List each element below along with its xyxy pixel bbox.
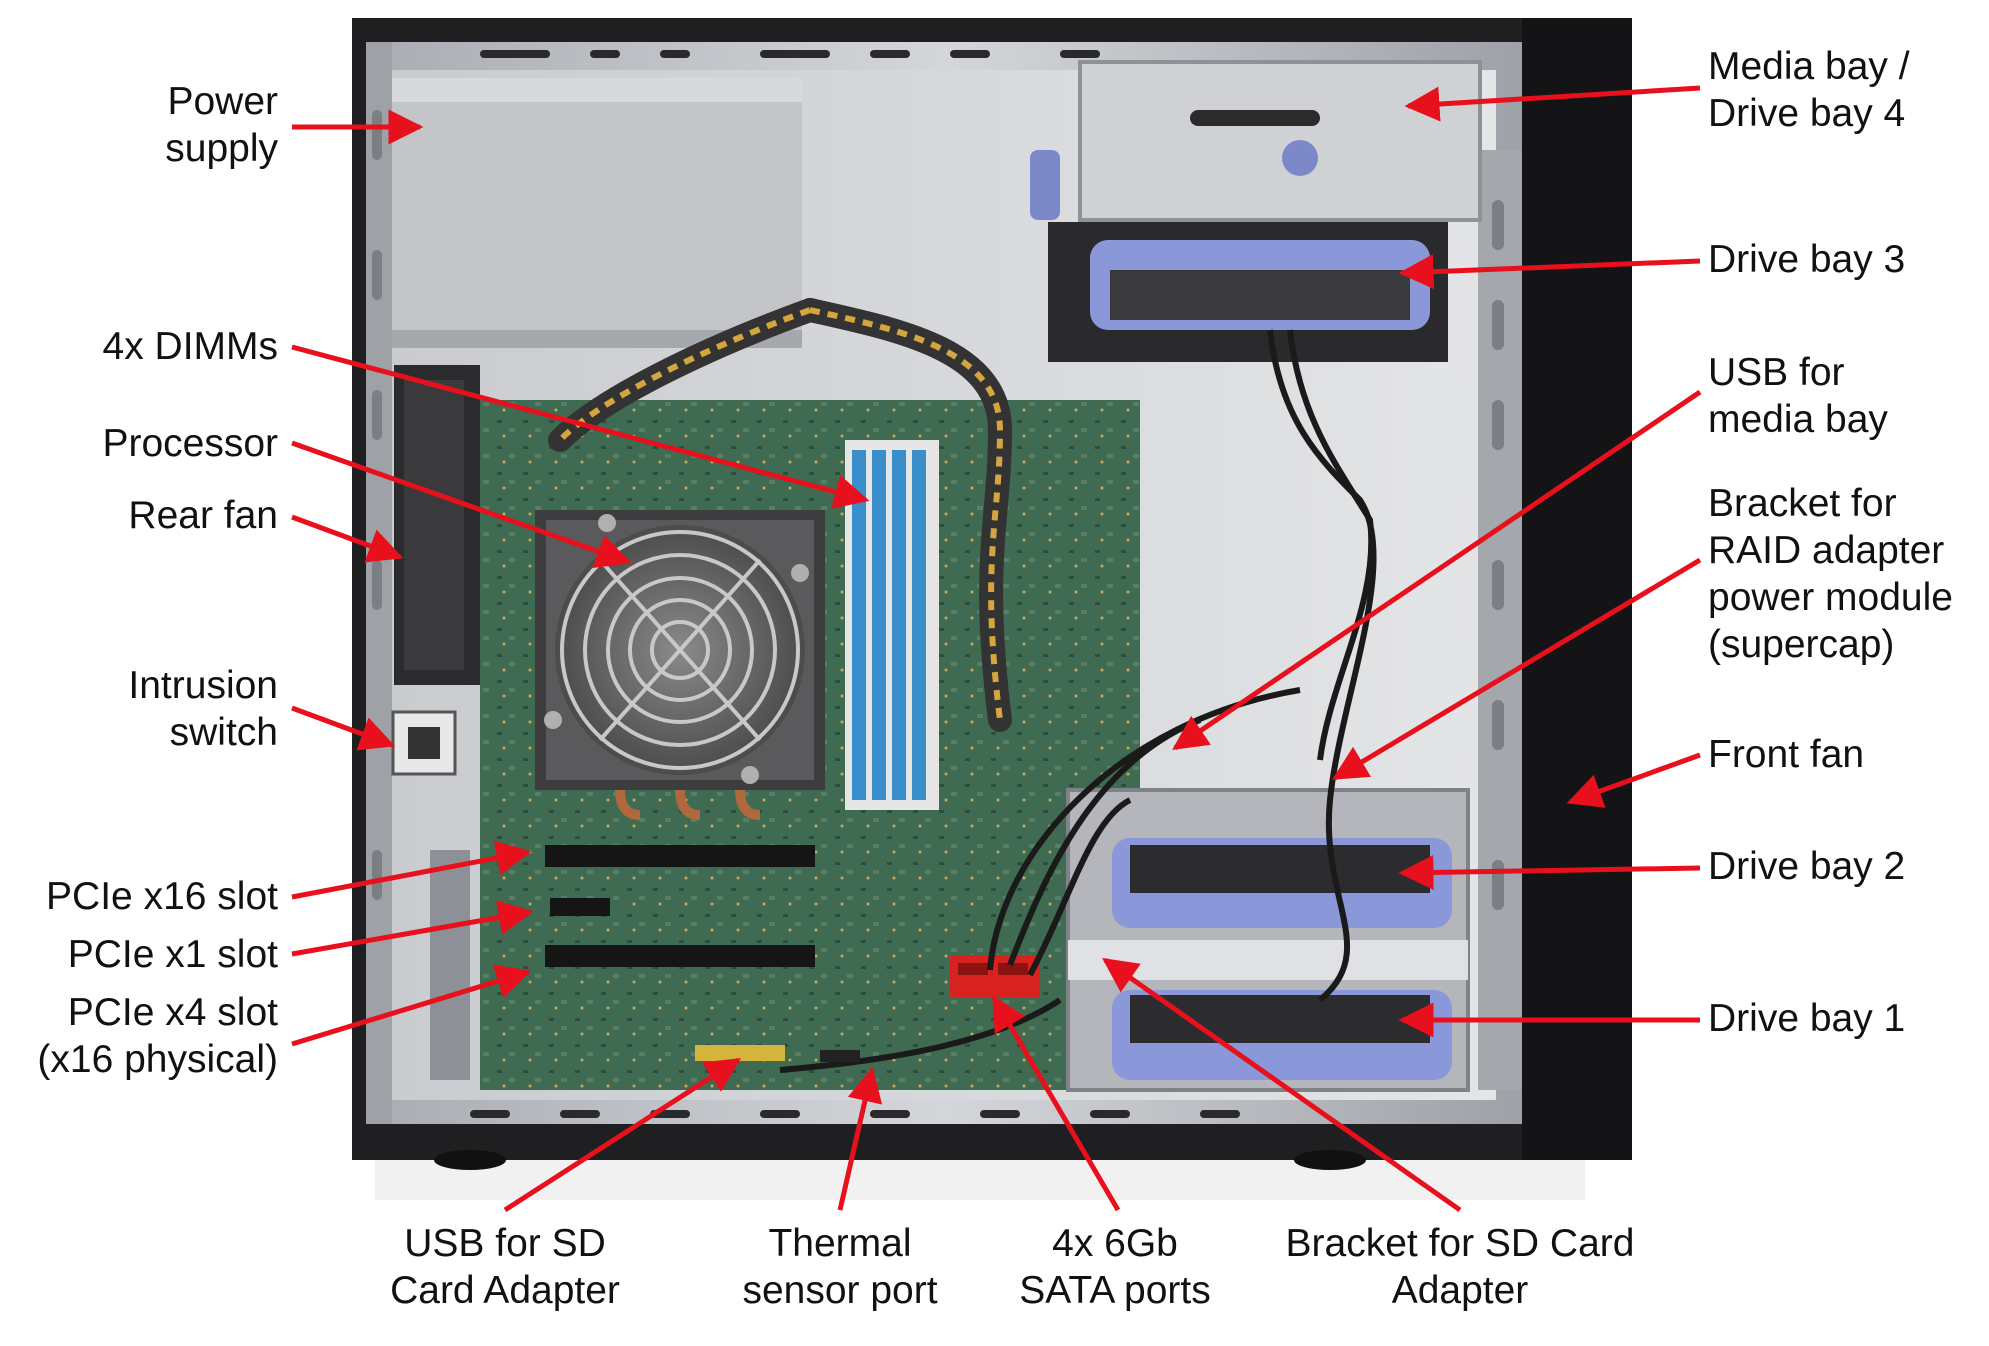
- label-dimms: 4x DIMMs: [102, 325, 279, 368]
- label-pcie-x4: PCIe x4 slot (x16 physical): [37, 991, 278, 1081]
- drive-bay-3-unit: [1048, 222, 1448, 362]
- arrow-usb-media-bay: [1172, 389, 1702, 751]
- arrow-pcie-x1: [291, 900, 534, 957]
- power-supply-unit: [392, 78, 802, 348]
- label-rear-fan: Rear fan: [128, 494, 278, 537]
- label-front-fan: Front fan: [1708, 733, 1865, 776]
- media-bay-cage: [1030, 60, 1482, 222]
- arrow-intrusion: [291, 705, 396, 751]
- arrow-drive-bay-2: [1398, 854, 1701, 890]
- label-drive-bay-3: Drive bay 3: [1708, 238, 1906, 281]
- label-drive-bay-1: Drive bay 1: [1708, 997, 1906, 1040]
- arrow-media-bay: [1404, 85, 1701, 122]
- dimm-slots: [845, 440, 939, 810]
- label-thermal-sensor: Thermal sensor port: [742, 1222, 938, 1312]
- callout-arrows: [291, 85, 1702, 1213]
- arrow-thermal: [837, 1066, 883, 1211]
- label-intrusion-switch: Intrusion switch: [128, 664, 278, 754]
- label-raid-bracket: Bracket for RAID adapter power module (s…: [1708, 482, 1953, 666]
- arrow-drive-bay-3: [1398, 254, 1701, 290]
- label-drive-bay-2: Drive bay 2: [1708, 845, 1906, 888]
- label-sata-ports: 4x 6Gb SATA ports: [1019, 1222, 1211, 1312]
- sata-port-block: [950, 955, 1040, 997]
- processor-heatsink: [535, 510, 825, 820]
- pcie-slots: [430, 845, 815, 1080]
- label-usb-media-bay: USB for media bay: [1708, 351, 1888, 441]
- label-pcie-x1: PCIe x1 slot: [67, 933, 278, 976]
- arrow-usb-sd: [503, 1057, 741, 1213]
- arrow-raid-bracket: [1331, 557, 1702, 781]
- label-power-supply: Power supply: [165, 80, 278, 170]
- arrow-dimms: [291, 344, 870, 509]
- arrow-sd-bracket: [1102, 957, 1462, 1213]
- label-pcie-x16: PCIe x16 slot: [46, 875, 278, 918]
- arrow-rear-fan: [291, 514, 404, 563]
- data-cables: [779, 329, 1377, 1073]
- arrow-processor: [291, 440, 632, 568]
- rear-fan-unit: [394, 365, 480, 685]
- arrow-front-fan: [1566, 752, 1701, 808]
- label-usb-sd: USB for SD Card Adapter: [390, 1222, 620, 1312]
- arrow-sata: [991, 994, 1121, 1212]
- sd-usb-connectors: [695, 1045, 860, 1062]
- label-processor: Processor: [102, 422, 278, 465]
- arrow-pcie-x16: [291, 840, 532, 900]
- arrow-pcie-x4: [291, 964, 532, 1047]
- lower-drive-cage: [1066, 788, 1470, 1092]
- label-media-bay: Media bay / Drive bay 4: [1708, 45, 1910, 135]
- intrusion-switch-part: [391, 710, 457, 776]
- label-sd-bracket: Bracket for SD Card Adapter: [1285, 1222, 1635, 1312]
